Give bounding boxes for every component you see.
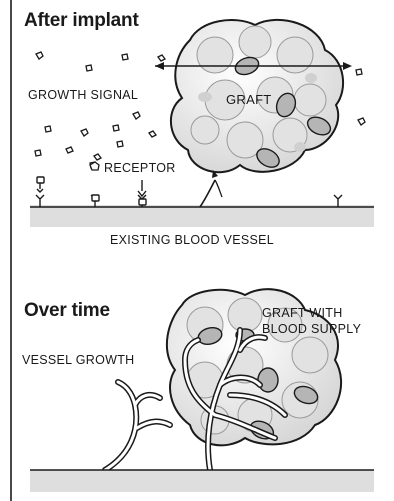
over-time-title: Over time [24,300,110,322]
bottom-blood-vessel [30,470,374,492]
existing-blood-vessel-label: EXISTING BLOOD VESSEL [110,233,274,247]
existing-blood-vessel [30,170,374,227]
receptor-label: RECEPTOR [104,161,176,175]
after-implant-title: After implant [24,10,139,32]
receptors [36,177,342,207]
graft-label: GRAFT [226,92,272,107]
growth-signal-label: GROWTH SIGNAL [28,88,138,102]
vessel-growth-label: VESSEL GROWTH [22,353,134,367]
graft-with-blood-supply-label: GRAFT WITH BLOOD SUPPLY [262,305,361,337]
